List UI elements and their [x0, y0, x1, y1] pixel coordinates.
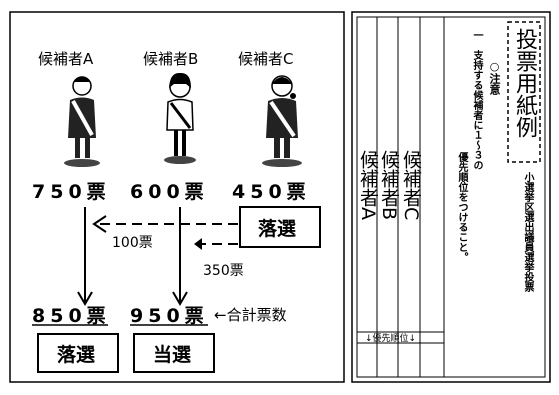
final-b-votes: 950票	[130, 305, 209, 327]
total-votes-note: ←合計票数	[214, 306, 287, 324]
candidate-c-label: 候補者C	[238, 50, 293, 68]
transfer-arrow-to-b	[194, 238, 238, 250]
ballot-col-candidate-a: 候補者A	[357, 150, 379, 220]
candidate-a-figure-icon	[64, 76, 100, 167]
ballot-title-box	[507, 21, 541, 163]
eliminated-box-label: 落選	[258, 217, 296, 240]
result-a-box	[37, 333, 119, 373]
notice-header: ○注意	[488, 60, 501, 95]
ballot-title: 投票用紙例	[512, 28, 537, 138]
transfer-to-b-label: 350票	[203, 263, 244, 279]
ballot-col-candidate-b: 候補者B	[378, 150, 400, 221]
eliminated-box	[239, 206, 321, 248]
result-b-label: 当選	[153, 343, 191, 366]
result-a-label: 落選	[57, 343, 95, 366]
candidate-c-figure-icon	[262, 75, 302, 167]
candidate-c-votes: 450票	[232, 181, 311, 203]
ballot-col-candidate-c: 候補者C	[400, 150, 422, 221]
transfer-to-a-label: 100票	[112, 235, 153, 251]
notice-line-2: 優先順位をつけること。	[456, 152, 467, 262]
ballot-inner-frame	[356, 16, 546, 378]
right-panel-frame	[351, 11, 551, 383]
candidate-b-figure-icon	[164, 72, 196, 164]
ballot-subtitle: 小選挙区選出議員選挙投票	[522, 172, 533, 292]
arrow-down-b	[172, 207, 188, 306]
notice-line-1: 一 支持する候補者に１〜３の	[471, 30, 482, 170]
result-b-box	[133, 333, 215, 373]
left-panel-frame	[9, 11, 345, 383]
transfer-arrow-to-a	[92, 215, 238, 233]
priority-label: ↓優先順位↓	[365, 332, 416, 344]
candidate-b-votes: 600票	[130, 181, 209, 203]
candidate-a-votes: 750票	[32, 181, 111, 203]
candidate-a-label: 候補者A	[38, 50, 94, 68]
candidate-b-label: 候補者B	[143, 50, 198, 68]
arrow-down-a	[77, 207, 93, 306]
final-a-votes: 850票	[32, 305, 111, 327]
